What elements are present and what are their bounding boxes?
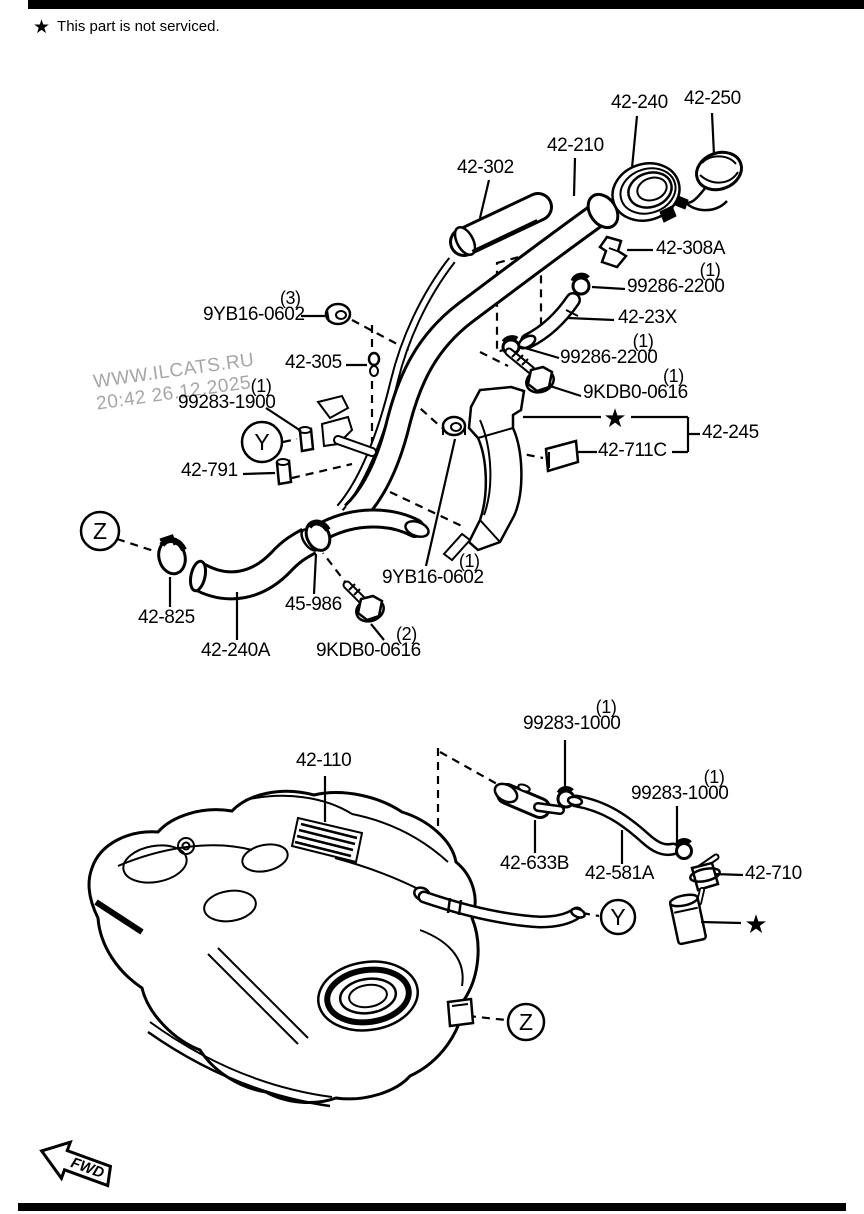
callout-42-240a: 42-240A <box>201 640 271 661</box>
not-serviced-star-upper: ★ <box>603 403 626 433</box>
view-circle-z-lower: Z <box>506 1002 546 1042</box>
view-circle-z-upper: Z <box>79 510 121 552</box>
view-circle-y-upper: Y <box>240 420 284 464</box>
fuel-tank-drawing <box>87 789 480 1108</box>
view-circle-y-lower: Y <box>599 898 637 936</box>
clamp-45-986-drawing <box>304 519 332 552</box>
callout-99286-2200-lower: (1)99286-2200 <box>560 331 658 368</box>
callout-9yb16-0602-x1: (1)9YB16-0602 <box>382 551 484 588</box>
callout-qty: (1) <box>250 376 272 396</box>
callout-42-210: 42-210 <box>547 135 604 156</box>
callout-42-308a: 42-308A <box>656 238 726 259</box>
callout-42-245: 42-245 <box>702 422 759 443</box>
callout-42-633b: 42-633B <box>500 853 570 874</box>
callout-qty: (1) <box>703 767 725 787</box>
callout-qty: (1) <box>662 366 684 386</box>
callout-42-791: 42-791 <box>181 460 238 481</box>
top-border <box>28 0 864 9</box>
bolt-9kdb0-0616-upper-drawing <box>504 347 555 394</box>
check-valve-42-710-drawing <box>689 853 721 906</box>
view-letter-y-upper: Y <box>254 429 269 455</box>
star-icon: ★ <box>33 17 51 38</box>
vent-hose-42-581a-drawing <box>566 794 680 857</box>
clamp-42-825-drawing <box>157 534 187 576</box>
nut-9yb16-0602-x3-drawing <box>324 302 352 326</box>
callout-42-23x: 42-23X <box>618 307 677 328</box>
bottom-border <box>18 1203 846 1211</box>
callout-99283-1000-left: (1)99283-1000 <box>523 697 621 734</box>
callout-qty: (1) <box>632 331 654 351</box>
clamp-99283-1000-right-drawing <box>674 838 693 860</box>
plate-42-711c-drawing <box>544 439 580 473</box>
callout-42-710: 42-710 <box>745 863 802 884</box>
spacer-42-791-drawing <box>275 458 293 486</box>
view-letter-z-lower: Z <box>519 1009 533 1035</box>
not-serviced-note: ★ This part is not serviced. <box>33 16 220 39</box>
callout-qty: (1) <box>595 697 617 717</box>
callout-42-825: 42-825 <box>138 607 195 628</box>
callout-qty: (1) <box>699 260 721 280</box>
fwd-arrow-shape <box>39 1139 113 1188</box>
bracket-42-308a-drawing <box>598 235 628 269</box>
fuel-cap-42-250-drawing <box>674 150 743 212</box>
filler-pipe-42-210-drawing <box>315 192 620 540</box>
not-serviced-note-text: This part is not serviced. <box>57 18 220 35</box>
leader-lines <box>168 112 744 925</box>
callout-9kdb0-0616-x2: (2)9KDB0-0616 <box>316 624 421 661</box>
callout-9yb16-0602-x3: (3)9YB16-0602 <box>203 288 305 325</box>
callout-99286-2200-upper: (1)99286-2200 <box>627 260 725 297</box>
clamp-99286-2200-upper-drawing <box>570 272 591 296</box>
not-serviced-star-lower: ★ <box>744 909 767 939</box>
nut-9yb16-0602-single-drawing <box>441 415 467 437</box>
breather-pipe-drawing <box>336 257 456 511</box>
callout-42-711c: 42-711C <box>598 440 667 461</box>
callout-42-305: 42-305 <box>285 352 342 373</box>
fwd-arrow: FWD <box>39 1139 113 1188</box>
canister-not-serviced-drawing <box>668 893 707 946</box>
hose-42-23x-drawing <box>517 292 581 350</box>
callout-42-302: 42-302 <box>457 157 514 178</box>
hose-42-240a-drawing <box>188 527 320 601</box>
view-letter-y-lower: Y <box>610 904 625 930</box>
clip-42-305-drawing <box>367 351 381 377</box>
callout-qty: (3) <box>279 288 301 308</box>
view-letter-z-upper: Z <box>93 518 107 544</box>
callout-qty: (2) <box>395 624 417 644</box>
callout-qty: (1) <box>458 551 480 571</box>
callout-42-250: 42-250 <box>684 88 741 109</box>
callout-9kdb0-0616-upper: (1)9KDB0-0616 <box>583 366 688 403</box>
callout-42-240: 42-240 <box>611 92 668 113</box>
callout-42-581a: 42-581A <box>585 863 655 884</box>
shield-42-245-drawing <box>442 385 526 562</box>
protector-42-302-drawing <box>449 192 553 257</box>
retainer-ring-42-240-drawing <box>611 162 681 223</box>
callout-42-110: 42-110 <box>296 750 352 771</box>
callout-99283-1900: (1)99283-1900 <box>178 376 276 413</box>
bolt-9kdb0-0616-x2-drawing <box>342 580 385 623</box>
elbow-pipe-42-633b-drawing <box>493 782 565 819</box>
callout-99283-1000-right: (1)99283-1000 <box>631 767 729 804</box>
tank-outlet-hose-drawing <box>417 890 586 929</box>
callout-45-986: 45-986 <box>285 594 342 615</box>
